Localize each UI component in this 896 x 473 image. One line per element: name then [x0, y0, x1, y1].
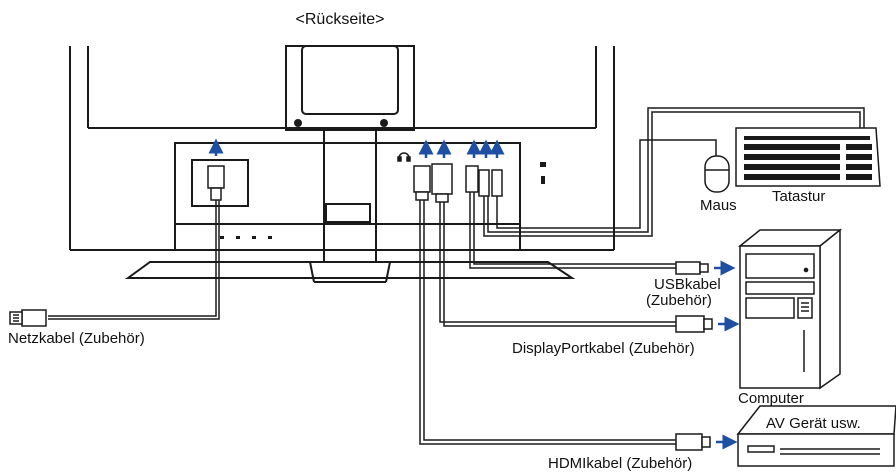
keyboard-illustration: [735, 127, 881, 187]
cable-plugs: [9, 261, 713, 451]
cables: [48, 107, 865, 445]
monitor-back: [69, 45, 615, 283]
port-arrows: [208, 138, 505, 158]
displayport-cable-label: DisplayPortkabel (Zubehör): [512, 340, 695, 357]
monitor-screws: [220, 119, 388, 239]
lock-icon: [540, 162, 546, 184]
mouse-label: Maus: [700, 197, 737, 214]
av-device-label: AV Gerät usw.: [766, 415, 861, 432]
av-device-illustration: [736, 405, 896, 467]
usb-cable-sublabel: (Zubehör): [646, 292, 712, 309]
computer-illustration: [737, 228, 843, 390]
plugged-connectors: [207, 163, 503, 203]
power-cable-label: Netzkabel (Zubehör): [8, 330, 145, 347]
keyboard-label: Tatastur: [772, 188, 826, 205]
page-title: <Rückseite>: [295, 11, 385, 28]
mouse-illustration: [704, 155, 730, 193]
headphone-icon: [397, 152, 411, 162]
device-arrows: [714, 260, 740, 450]
usb-cable-label: USBkabel: [654, 276, 721, 293]
hdmi-cable-label: HDMIkabel (Zubehör): [548, 455, 693, 472]
computer-label: Computer: [738, 390, 804, 407]
